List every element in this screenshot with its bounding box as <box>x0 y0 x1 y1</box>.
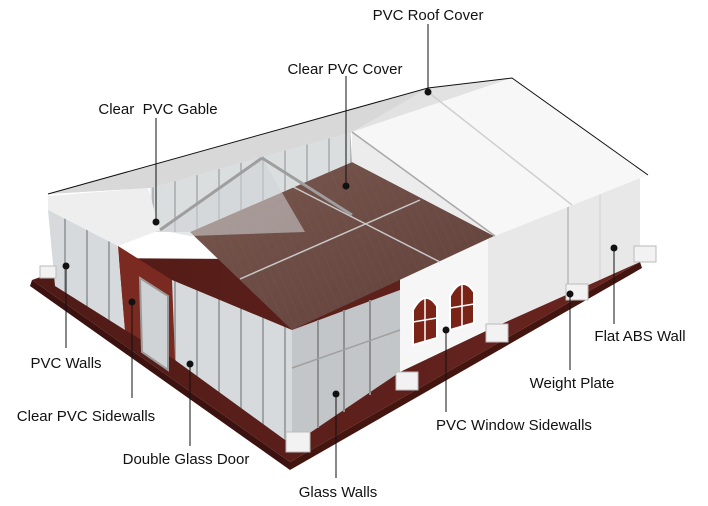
label-glass-walls: Glass Walls <box>299 484 378 501</box>
callout-double-glass-door: Double Glass Door <box>123 360 250 468</box>
callout-glass-walls: Glass Walls <box>299 390 378 501</box>
callout-clear-pvc-cover: Clear PVC Cover <box>287 61 403 190</box>
label-pvc-walls: PVC Walls <box>30 355 101 372</box>
label-double-glass-door: Double Glass Door <box>123 451 250 468</box>
callout-clear-pvc-sidewalls: Clear PVC Sidewalls <box>17 298 155 425</box>
arched-windows <box>412 283 475 347</box>
roof <box>47 77 649 237</box>
label-pvc-window-sidewalls: PVC Window Sidewalls <box>436 417 592 434</box>
callout-pvc-walls: PVC Walls <box>30 262 102 372</box>
label-clear-pvc-cover: Clear PVC Cover <box>287 61 402 78</box>
label-pvc-roof-cover: PVC Roof Cover <box>373 7 484 24</box>
callout-pvc-roof-cover: PVC Roof Cover <box>373 7 484 96</box>
label-flat-abs-wall: Flat ABS Wall <box>594 328 685 345</box>
weight-plates <box>39 245 657 453</box>
callout-weight-plate: Weight Plate <box>530 290 615 392</box>
label-weight-plate: Weight Plate <box>530 375 615 392</box>
label-clear-pvc-sidewalls: Clear PVC Sidewalls <box>17 408 155 425</box>
callout-clear-pvc-gable: Clear PVC Gable <box>98 101 218 226</box>
callout-flat-abs-wall: Flat ABS Wall <box>594 244 686 345</box>
callout-pvc-window-sidewalls: PVC Window Sidewalls <box>436 326 592 434</box>
label-clear-pvc-gable: Clear PVC Gable <box>98 101 217 118</box>
clear-gable <box>48 156 353 246</box>
